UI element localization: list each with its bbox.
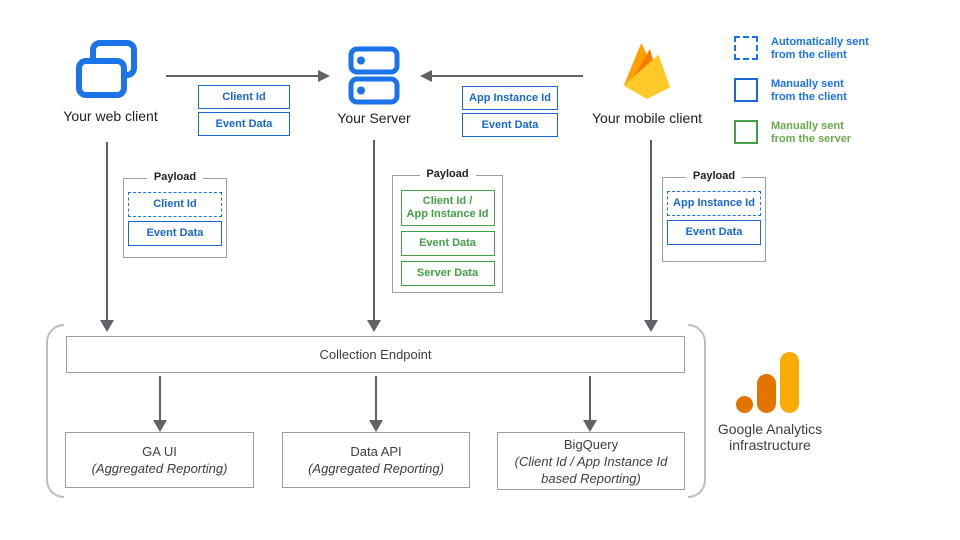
payload-box-mobile: Payload App Instance Id Event Data	[662, 170, 766, 262]
infrastructure-bracket-left	[46, 324, 64, 498]
mobile-client-label: Your mobile client	[592, 110, 702, 126]
arrow-web-to-server-line	[166, 75, 318, 77]
ga-ui-box: GA UI (Aggregated Reporting)	[65, 432, 254, 488]
arrow-mobile-to-server-line	[432, 75, 583, 77]
arrow-endpoint-to-dataapi-line	[375, 376, 377, 420]
payload-title: Payload	[146, 171, 204, 183]
payload-item-client-or-app-instance-id: Client Id / App Instance Id	[400, 190, 495, 226]
legend-label: Automatically sent	[771, 36, 869, 48]
server-stack-icon	[348, 46, 400, 106]
legend-label: from the client	[771, 49, 847, 61]
ga-infrastructure-caption: Google Analytics infrastructure	[717, 421, 823, 453]
legend-label: from the server	[771, 133, 852, 145]
dashed-blue-swatch-icon	[734, 36, 758, 60]
data-api-title: Data API	[350, 444, 402, 459]
web-client-label: Your web client	[63, 108, 158, 124]
payload-item-client-id: Client Id	[128, 192, 222, 217]
solid-blue-swatch-icon	[734, 78, 758, 102]
legend-label: Manually sent	[771, 120, 844, 132]
arrow-server-to-endpoint-line	[373, 140, 375, 320]
arrow-web-to-endpoint-line	[106, 142, 108, 320]
payload-box-web: Payload Client Id Event Data	[123, 171, 227, 258]
payload-item-server-data: Server Data	[400, 261, 495, 286]
legend-item-manual-server: Manually sent from the server	[734, 120, 869, 146]
arrow-endpoint-to-dataapi-head	[369, 420, 383, 432]
chip-event-data: Event Data	[198, 112, 290, 136]
arrow-endpoint-to-bigquery-line	[589, 376, 591, 420]
arrow-web-to-endpoint-head	[100, 320, 114, 332]
legend-item-manual-client: Manually sent from the client	[734, 78, 869, 104]
data-api-box: Data API (Aggregated Reporting)	[282, 432, 470, 488]
arrow-endpoint-to-gaui-head	[153, 420, 167, 432]
bigquery-subtitle: (Client Id / App Instance Id based Repor…	[514, 453, 668, 486]
payload-title: Payload	[685, 170, 743, 182]
payload-item-event-data: Event Data	[128, 221, 222, 246]
server-label: Your Server	[337, 110, 411, 126]
chip-event-data: Event Data	[462, 113, 558, 137]
arrow-mobile-to-endpoint-head	[644, 320, 658, 332]
web-client-icon	[76, 40, 138, 98]
payload-item-event-data: Event Data	[400, 231, 495, 256]
chip-client-id: Client Id	[198, 85, 290, 109]
ga-logo-mid-bar	[757, 374, 776, 413]
ga-ui-subtitle: (Aggregated Reporting)	[91, 461, 228, 476]
payload-item-app-instance-id: App Instance Id	[667, 191, 761, 216]
data-api-subtitle: (Aggregated Reporting)	[308, 461, 444, 476]
bigquery-title: BigQuery	[563, 436, 619, 452]
firebase-flame-icon	[620, 40, 674, 102]
chip-app-instance-id: App Instance Id	[462, 86, 558, 110]
legend-item-auto-client: Automatically sent from the client	[734, 36, 869, 62]
payload-title: Payload	[419, 168, 476, 180]
collection-endpoint-box: Collection Endpoint	[66, 336, 685, 373]
payload-item-event-data: Event Data	[667, 220, 761, 245]
arrow-mobile-to-server-head	[420, 70, 432, 82]
arrow-web-to-server-head	[318, 70, 330, 82]
ga-logo-dot	[736, 396, 753, 413]
arrow-server-to-endpoint-head	[367, 320, 381, 332]
ga-logo-tall-bar	[780, 352, 799, 413]
collection-endpoint-label: Collection Endpoint	[319, 347, 432, 362]
ga-ui-title: GA UI	[142, 444, 177, 459]
bigquery-box: BigQuery (Client Id / App Instance Id ba…	[497, 432, 685, 490]
infrastructure-bracket-right	[688, 324, 706, 498]
arrow-endpoint-to-gaui-line	[159, 376, 161, 420]
legend: Automatically sent from the client Manua…	[734, 36, 869, 146]
payload-box-server: Payload Client Id / App Instance Id Even…	[392, 168, 503, 293]
arrow-endpoint-to-bigquery-head	[583, 420, 597, 432]
arrow-mobile-to-endpoint-line	[650, 140, 652, 320]
legend-label: Manually sent	[771, 78, 844, 90]
legend-label: from the client	[771, 91, 847, 103]
solid-green-swatch-icon	[734, 120, 758, 144]
